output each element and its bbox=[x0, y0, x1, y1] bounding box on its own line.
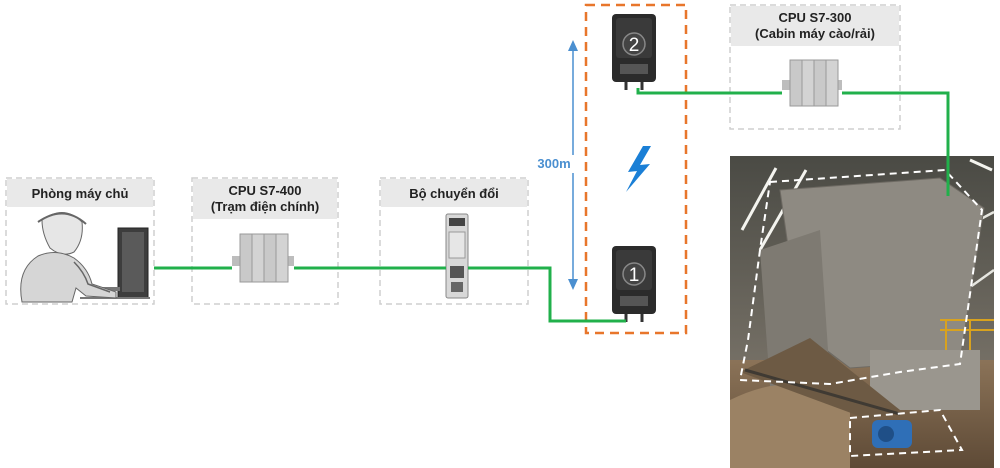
radio-1: 1 bbox=[612, 246, 656, 322]
cables bbox=[154, 88, 950, 323]
cpu-s7-400-title-line1: CPU S7-400 bbox=[229, 183, 302, 198]
cable-radio-2-to-s7-300 bbox=[636, 88, 782, 95]
server-room-box: Phòng máy chủ bbox=[5, 177, 155, 305]
stacker-reclaimer-photo bbox=[730, 156, 995, 468]
server-room-header bbox=[7, 179, 153, 207]
plc-module-icon bbox=[782, 59, 842, 107]
converter-header bbox=[381, 179, 527, 207]
cpu-s7-300-title-line1: CPU S7-300 bbox=[779, 10, 852, 25]
radio-2: 2 bbox=[612, 14, 656, 90]
distance-arrow: 300m bbox=[534, 40, 578, 290]
lightning-bolt-icon bbox=[626, 146, 651, 192]
operator-at-computer-icon bbox=[20, 212, 150, 303]
distance-label: 300m bbox=[537, 156, 570, 171]
cpu-s7-300-header bbox=[731, 6, 899, 46]
converter-box: Bộ chuyển đổi bbox=[379, 177, 529, 305]
cpu-s7-400-header bbox=[193, 179, 337, 219]
cpu-s7-300-title-line2: (Cabin máy cào/rải) bbox=[755, 26, 875, 41]
radio-1-number: 1 bbox=[629, 265, 640, 286]
radio-2-number: 2 bbox=[629, 35, 640, 56]
cable-converter-to-radio-1 bbox=[468, 266, 626, 323]
converter-title: Bộ chuyển đổi bbox=[409, 186, 499, 201]
plc-module-icon bbox=[232, 233, 294, 283]
wireless-link-zone bbox=[584, 3, 688, 335]
cable-s7-300-to-machine bbox=[842, 91, 950, 196]
server-room-title: Phòng máy chủ bbox=[32, 186, 129, 201]
cpu-s7-400-title-line2: (Trạm điện chính) bbox=[211, 199, 319, 214]
media-converter-icon bbox=[445, 213, 469, 299]
cpu-s7-400-box: CPU S7-400 (Trạm điện chính) bbox=[191, 177, 339, 305]
cpu-s7-300-box: CPU S7-300 (Cabin máy cào/rải) bbox=[729, 4, 901, 130]
